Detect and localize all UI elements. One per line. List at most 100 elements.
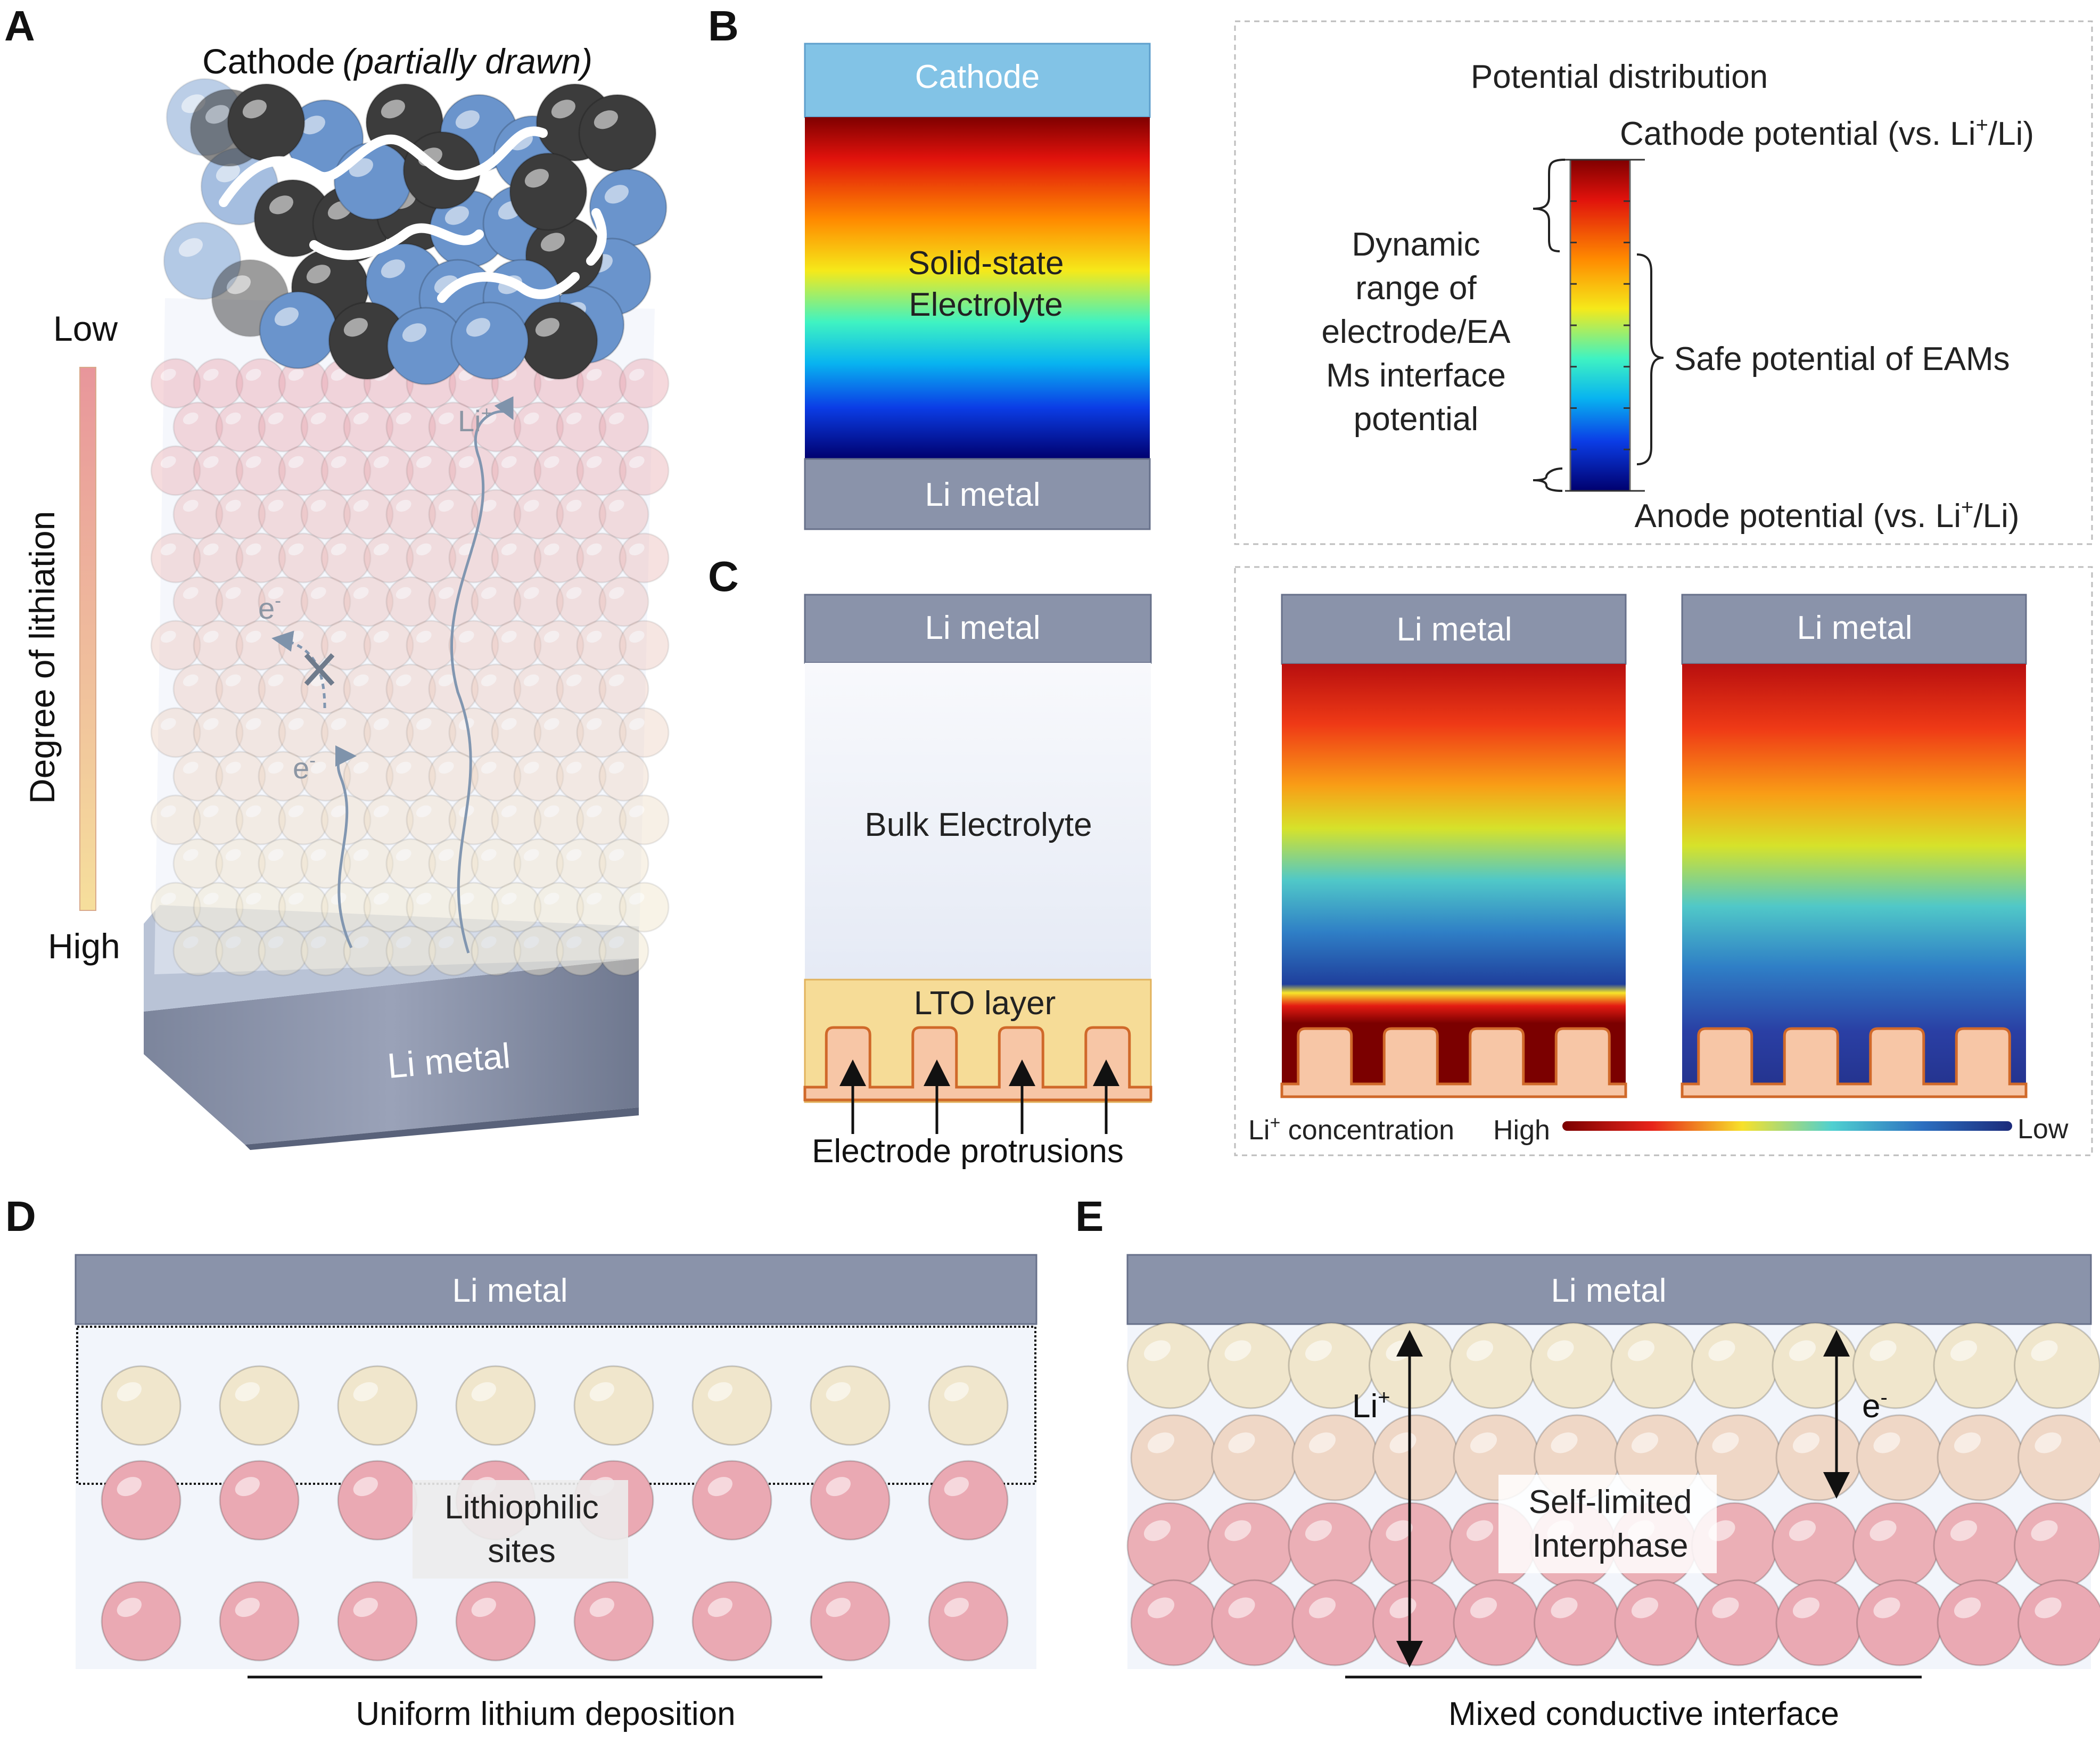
interphase-particle (2017, 1579, 2100, 1666)
electrolyte-particle (576, 707, 627, 758)
electrolyte-particles (150, 358, 670, 976)
interphase-particle (2014, 1502, 2100, 1589)
electrolyte-particle (513, 751, 564, 802)
electrolyte-particle (619, 358, 670, 409)
electrolyte-particle (343, 751, 394, 802)
carbon-particle (578, 94, 657, 172)
li-ion-path (450, 396, 514, 954)
electrolyte-particle (215, 751, 266, 802)
panel-d-top-label: Li metal (452, 1272, 567, 1309)
electrolyte-particle (448, 794, 499, 845)
electrolyte-particle (150, 707, 201, 758)
protrusions-label: Electrode protrusions (812, 1133, 1124, 1170)
panel-e-li-ion-label: Li (1352, 1388, 1378, 1425)
panel-b: B Cathode Solid-state Electrolyte Li met… (708, 2, 2093, 545)
electrolyte-particle (471, 663, 522, 714)
svg-text:Anode potential (vs. Li+/Li): Anode potential (vs. Li+/Li) (1635, 496, 2020, 535)
carbon-particle (253, 179, 332, 258)
electrolyte-particle (491, 882, 542, 933)
interphase-particle (1130, 1579, 1217, 1666)
lithiation-scale-title: Degree of lithiation (22, 511, 62, 804)
interphase-particle (1291, 1579, 1379, 1666)
lithiophilic-site-particle (810, 1365, 891, 1446)
active-material-particle (450, 301, 529, 380)
electrolyte-particle (556, 925, 607, 976)
electrolyte-particle (598, 663, 649, 714)
interphase-particle (1614, 1579, 1701, 1666)
panel-d-li-metal (75, 1254, 1037, 1325)
electrolyte-particle (928, 1460, 1009, 1541)
electrolyte-particle (576, 620, 627, 671)
dynamic-range-brace-bottom (1533, 467, 1563, 492)
electrolyte-particle (278, 620, 329, 671)
interphase-particle (1775, 1414, 1863, 1501)
electrolyte-particle (258, 576, 309, 627)
electrolyte-particle (385, 925, 437, 976)
electron-path-lower (335, 745, 357, 949)
electrolyte-particle (533, 445, 584, 496)
electrolyte-particle (235, 707, 286, 758)
electrolyte-particle (235, 532, 286, 584)
electrolyte-particle (471, 751, 522, 802)
electrolyte-particle (215, 576, 266, 627)
panel-b-letter: B (708, 2, 739, 50)
sites-label-background (413, 1480, 628, 1579)
panel-d-particles (101, 1365, 1009, 1662)
interphase-particle (1695, 1579, 1782, 1666)
simulation-box (1234, 566, 2093, 1156)
panel-e: E Li metal Li+ e- Self-limited Interphas… (1075, 1193, 2100, 1732)
electrolyte-particle (428, 489, 479, 540)
interphase-particle (1207, 1502, 1294, 1589)
electrolyte-particle (320, 620, 372, 671)
electrolyte-particle (576, 445, 627, 496)
electrolyte-particle (278, 445, 329, 496)
svg-text:potential: potential (1354, 401, 1478, 438)
li-ion-label: Li (458, 404, 481, 438)
electrolyte-particle (428, 925, 479, 976)
lithiophilic-site-particle (928, 1365, 1009, 1446)
interphase-particle (1449, 1322, 1536, 1409)
electrolyte-particle (343, 663, 394, 714)
panel-a-letter: A (4, 2, 35, 50)
interphase-particle (1610, 1322, 1698, 1409)
electrolyte-particle (215, 925, 266, 976)
blocked-cross-icon (304, 653, 335, 686)
lithiophilic-site-particle (219, 1365, 300, 1446)
electrolyte-particle (385, 838, 437, 889)
panel-e-electron-label: e (1862, 1388, 1880, 1425)
electrolyte-particle (278, 358, 329, 409)
electrolyte-particle (172, 576, 224, 627)
svg-text:e-: e- (293, 749, 316, 785)
electrolyte-particle (320, 532, 372, 584)
sim-right-field (1682, 664, 2026, 1097)
electrolyte-particle (343, 838, 394, 889)
electrolyte-particle (448, 882, 499, 933)
interphase-label-line2: Interphase (1533, 1527, 1689, 1564)
electrolyte-particle (278, 882, 329, 933)
electrolyte-particle (172, 751, 224, 802)
svg-text:range of: range of (1355, 270, 1477, 307)
electrolyte-particle (101, 1581, 182, 1662)
electrolyte-particle (235, 445, 286, 496)
electrolyte-particle (598, 838, 649, 889)
safe-potential-brace (1636, 253, 1664, 465)
electrolyte-particle (471, 838, 522, 889)
electrolyte-particle (533, 707, 584, 758)
electrolyte-particle (300, 401, 351, 453)
electrolyte-particle (619, 620, 670, 671)
concentration-label: Li (1248, 1115, 1270, 1146)
electrolyte-particle (491, 794, 542, 845)
interphase-particle (1852, 1502, 1939, 1589)
svg-text:Li+: Li+ (458, 402, 492, 438)
cathode-cluster (163, 78, 668, 385)
interphase-particle (1856, 1414, 1943, 1501)
electrolyte-particle (598, 751, 649, 802)
svg-text:Li+ concentration: Li+ concentration (1248, 1113, 1454, 1146)
electrolyte-particle (598, 576, 649, 627)
electrolyte-particle (278, 794, 329, 845)
electrolyte-particle (491, 707, 542, 758)
carbon-particle (227, 83, 306, 162)
panel-b-cathode-label: Cathode (915, 59, 1040, 95)
interphase-particle (1372, 1579, 1459, 1666)
panel-d-letter: D (5, 1193, 36, 1240)
